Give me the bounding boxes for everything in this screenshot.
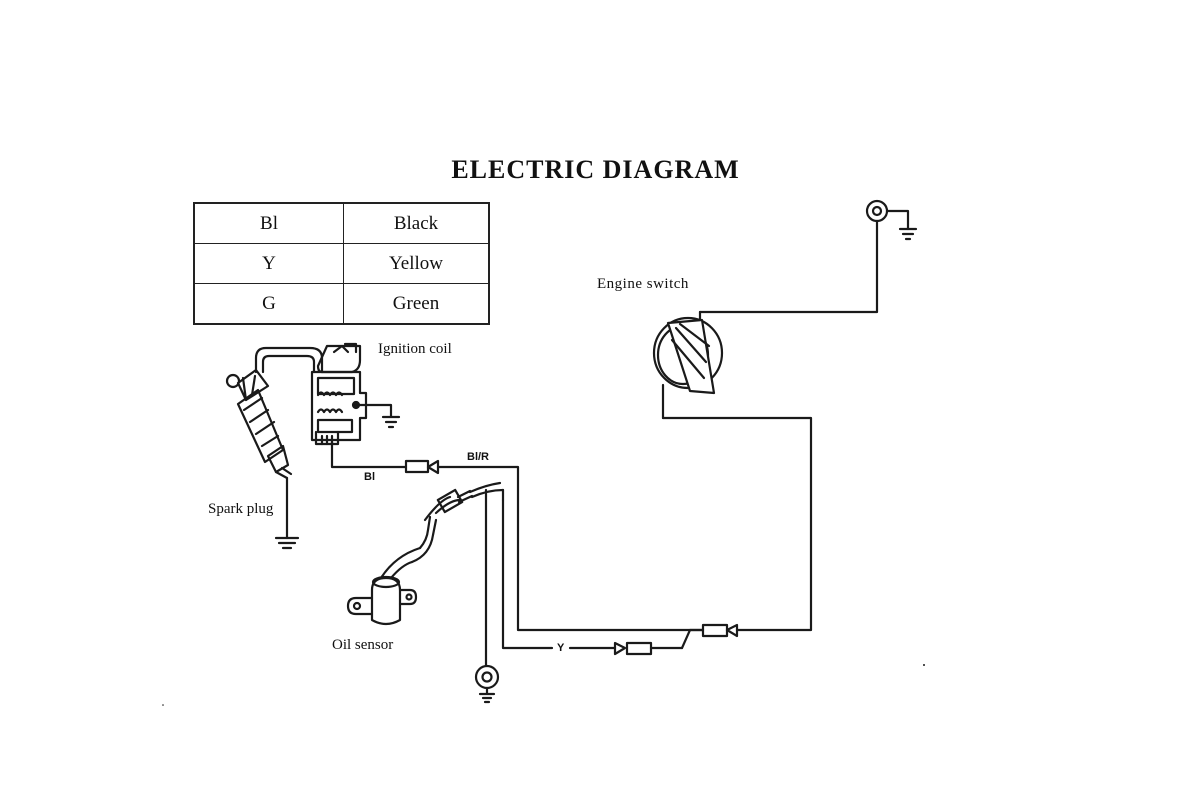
wire-label-bl: Bl (364, 471, 375, 483)
bl-wire (332, 442, 405, 467)
ground-wire-top (700, 221, 877, 312)
engine-switch-label: Engine switch (597, 276, 689, 293)
ht-lead-outer (256, 348, 322, 372)
y-wire-left (503, 500, 552, 648)
switch-to-y-wire (682, 630, 703, 648)
wire-label-bl-r: Bl/R (467, 451, 489, 463)
spark-plug-label: Spark plug (208, 501, 273, 518)
ht-lead-inner (263, 356, 314, 372)
connector-bl-icon (406, 461, 438, 473)
stray-dot (923, 664, 925, 666)
ignition-coil-icon (312, 344, 399, 444)
engine-switch-icon (654, 318, 722, 418)
oil-sensor-label: Oil sensor (332, 637, 393, 654)
wire-label-y: Y (557, 642, 564, 654)
oil-sensor-icon (348, 483, 503, 624)
switch-output-wire (663, 418, 811, 630)
ignition-coil-label: Ignition coil (378, 341, 452, 358)
connector-y-icon (615, 643, 651, 654)
spark-plug-icon (227, 370, 298, 548)
stray-dot (162, 704, 164, 706)
connector-switch-icon (703, 625, 737, 636)
bottom-ground-terminal-icon (476, 666, 498, 702)
top-ground-terminal-icon (867, 201, 916, 239)
bl-r-wire (438, 467, 703, 630)
